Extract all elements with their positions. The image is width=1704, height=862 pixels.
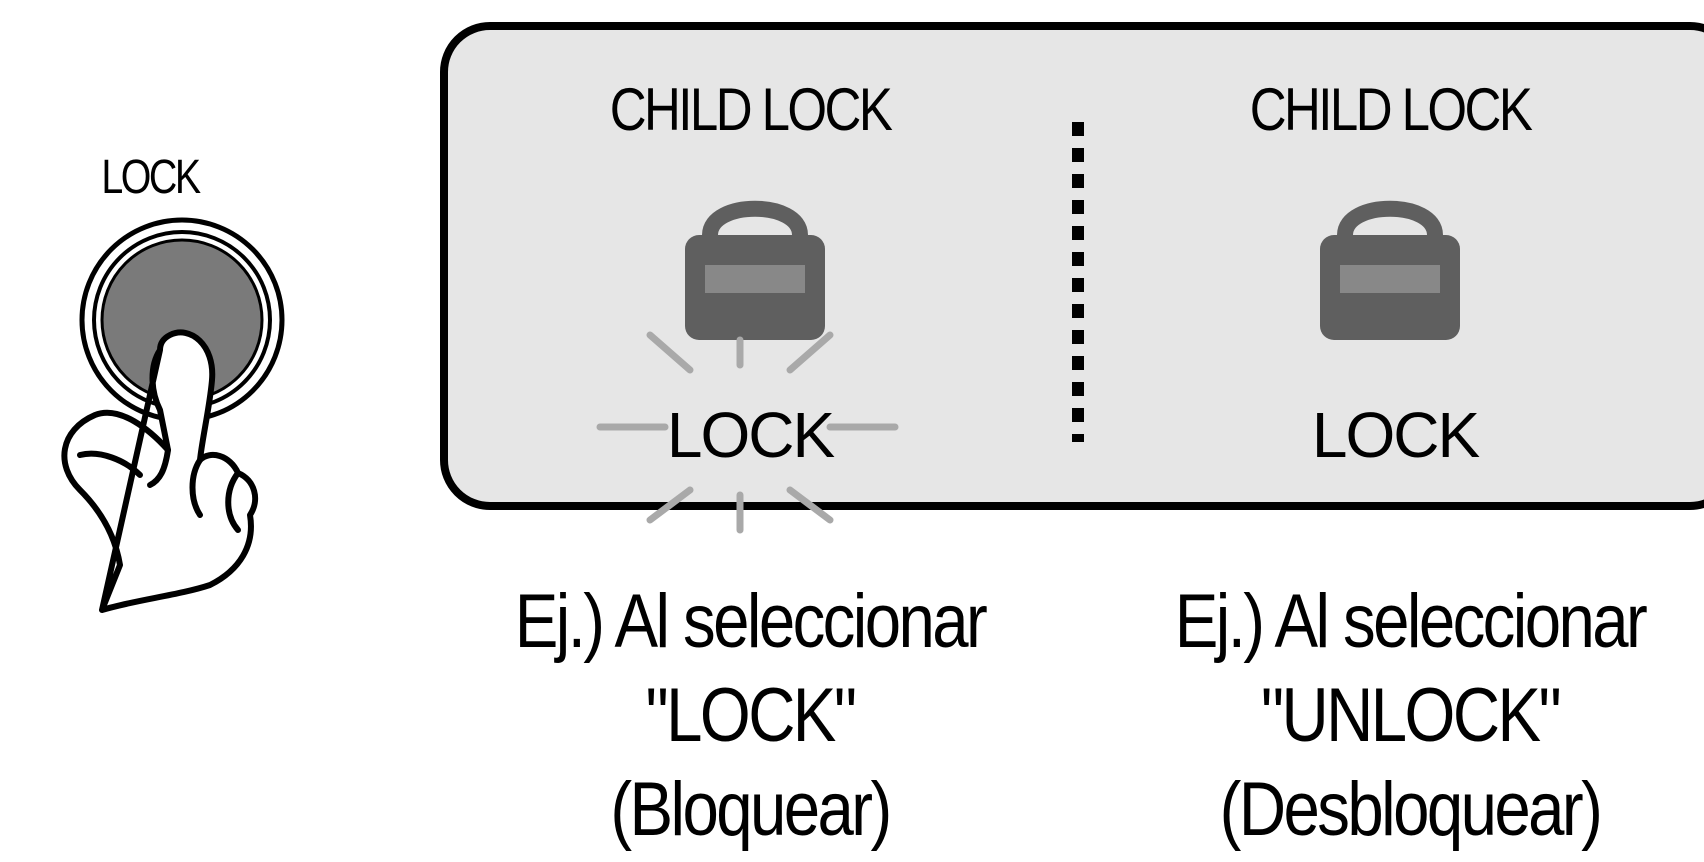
display-title-left: CHILD LOCK — [609, 76, 893, 143]
caption-line: "LOCK" — [645, 673, 857, 758]
pointing-hand-icon — [61, 329, 259, 613]
caption-line: (Desbloquear) — [1219, 767, 1603, 852]
caption-line: Ej.) Al seleccionar — [1174, 579, 1648, 664]
caption-line: (Bloquear) — [610, 767, 892, 852]
lock-button-label: LOCK — [101, 151, 201, 204]
caption-line: Ej.) Al seleccionar — [514, 579, 988, 664]
panel-divider — [1072, 122, 1084, 442]
lock-button-with-hand-icon[interactable] — [40, 215, 300, 655]
display-title-right: CHILD LOCK — [1249, 76, 1533, 143]
blink-rays-icon — [596, 331, 899, 534]
caption-lock: Ej.) Al seleccionar "LOCK" (Bloquear) — [475, 575, 1025, 857]
caption-line: "UNLOCK" — [1260, 673, 1562, 758]
padlock-icon — [1320, 200, 1460, 340]
padlock-icon — [685, 200, 825, 340]
caption-unlock: Ej.) Al seleccionar "UNLOCK" (Desbloquea… — [1135, 575, 1685, 857]
display-lock-indicator-left: LOCK — [666, 399, 835, 471]
display-lock-indicator-right: LOCK — [1311, 399, 1480, 471]
